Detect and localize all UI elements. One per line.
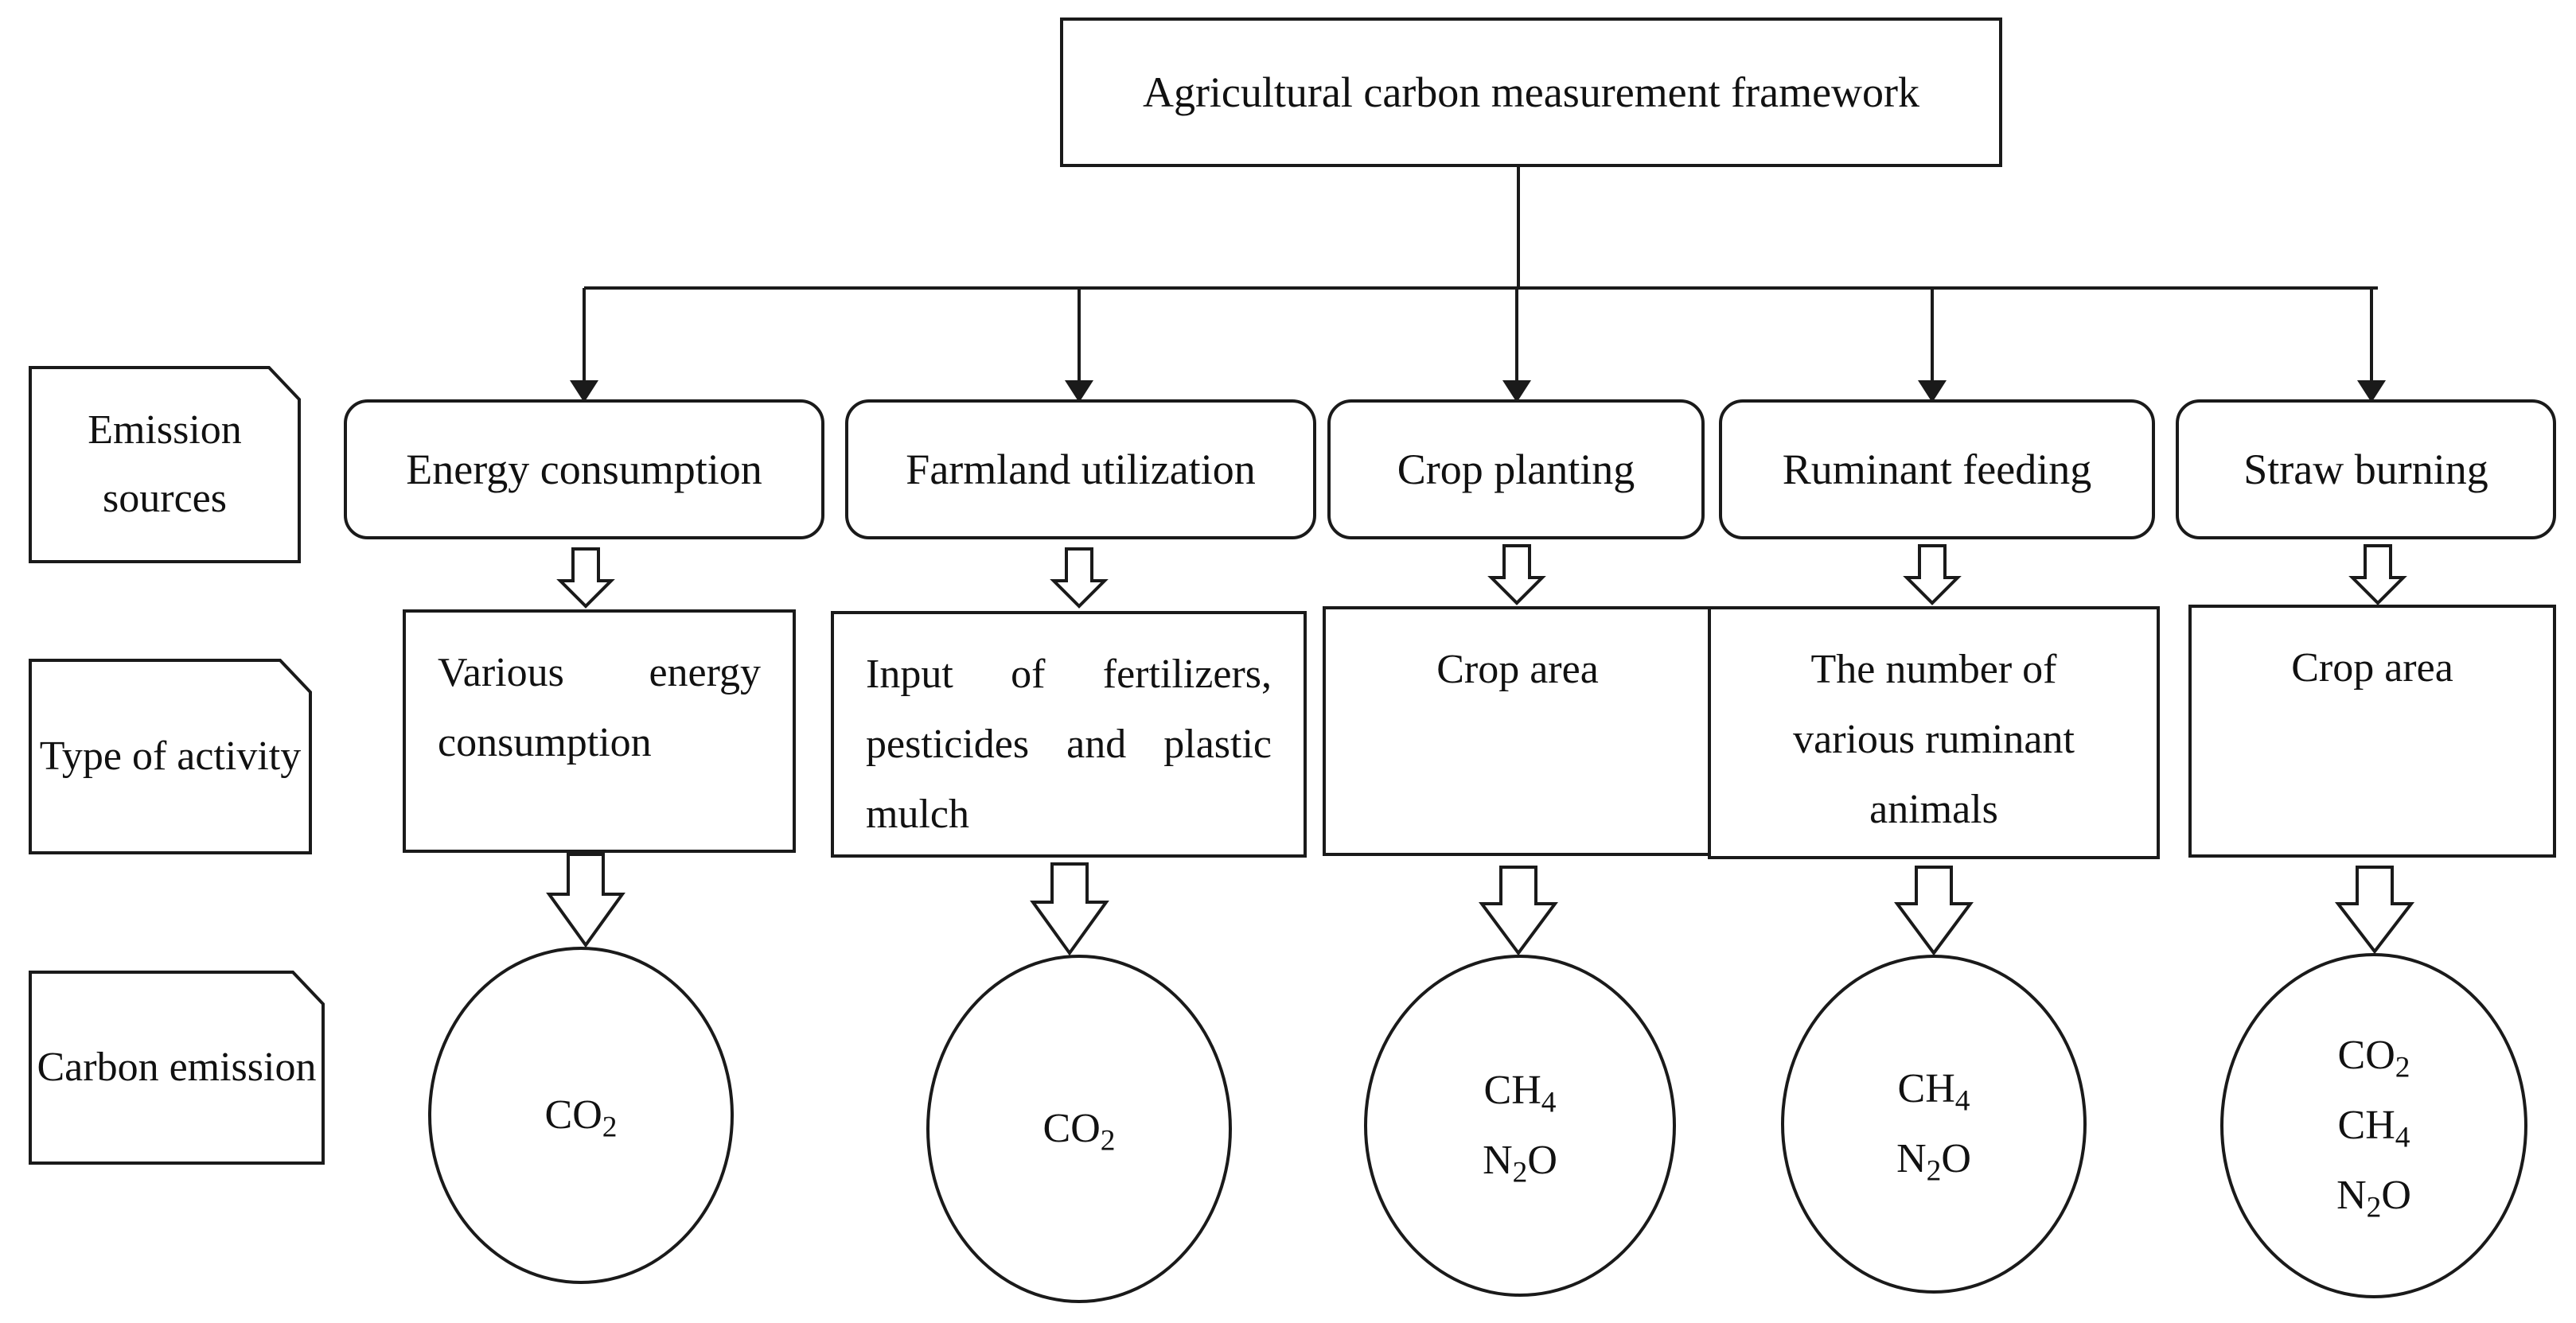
gas-formula: CH4 (2337, 1103, 2410, 1154)
source-box-straw-burning: Straw burning (2176, 399, 2556, 539)
hollow-arrow-large-4 (1894, 866, 1974, 956)
arrowhead-3 (1502, 380, 1531, 403)
framework-title: Agricultural carbon measurement framewor… (1142, 68, 1920, 116)
folded-corner-shape (29, 971, 325, 1165)
gas-formula: CO2 (1042, 1106, 1116, 1158)
source-box-farmland-utilization: Farmland utilization (845, 399, 1316, 539)
gas-formula: CO2 (2337, 1033, 2410, 1084)
row-label-type-of-activity: Type of activity (29, 659, 312, 854)
gas-formula: N2O (1896, 1136, 1971, 1188)
arrowhead-5 (2357, 380, 2386, 403)
folded-corner-shape (29, 366, 301, 563)
hollow-arrow-large-1 (546, 853, 625, 948)
hollow-arrow-small-3 (1487, 544, 1546, 605)
folded-corner-shape (29, 659, 312, 854)
activity-box-energy-consumption: Various energy consumption (403, 609, 796, 853)
gas-formula: CH4 (1897, 1066, 1970, 1118)
hollow-arrow-small-5 (2348, 544, 2407, 605)
hollow-arrow-small-2 (1050, 547, 1109, 609)
hollow-arrow-large-5 (2334, 866, 2415, 955)
source-box-crop-planting: Crop planting (1327, 399, 1705, 539)
activity-box-ruminant-feeding: The number of various ruminant animals (1708, 606, 2160, 859)
gas-formula: N2O (1483, 1138, 1557, 1189)
source-box-ruminant-feeding: Ruminant feeding (1719, 399, 2155, 539)
arrowhead-4 (1918, 380, 1947, 403)
hollow-arrow-large-2 (1030, 862, 1109, 956)
hollow-arrow-small-1 (556, 547, 615, 609)
gas-formula: CH4 (1483, 1068, 1557, 1119)
arrowhead-2 (1065, 380, 1093, 403)
arrowhead-1 (570, 380, 598, 403)
activity-box-straw-burning: Crop area (2188, 605, 2556, 858)
hollow-arrow-small-4 (1903, 544, 1962, 605)
row-label-emission-sources: Emission sources (29, 366, 301, 563)
hollow-arrow-large-3 (1479, 866, 1558, 956)
gas-formula: CO2 (544, 1092, 618, 1144)
source-box-energy-consumption: Energy consumption (344, 399, 824, 539)
emission-circle-farmland-utilization: CO2 (926, 955, 1232, 1303)
gas-formula: N2O (2336, 1173, 2411, 1224)
emission-circle-energy-consumption: CO2 (428, 947, 734, 1284)
activity-box-farmland-utilization: Input of fertilizers, pesticides and pla… (831, 611, 1307, 858)
framework-title-box: Agricultural carbon measurement framewor… (1060, 18, 2002, 167)
activity-box-crop-planting: Crop area (1323, 606, 1713, 856)
row-label-carbon-emission: Carbon emission (29, 971, 325, 1165)
